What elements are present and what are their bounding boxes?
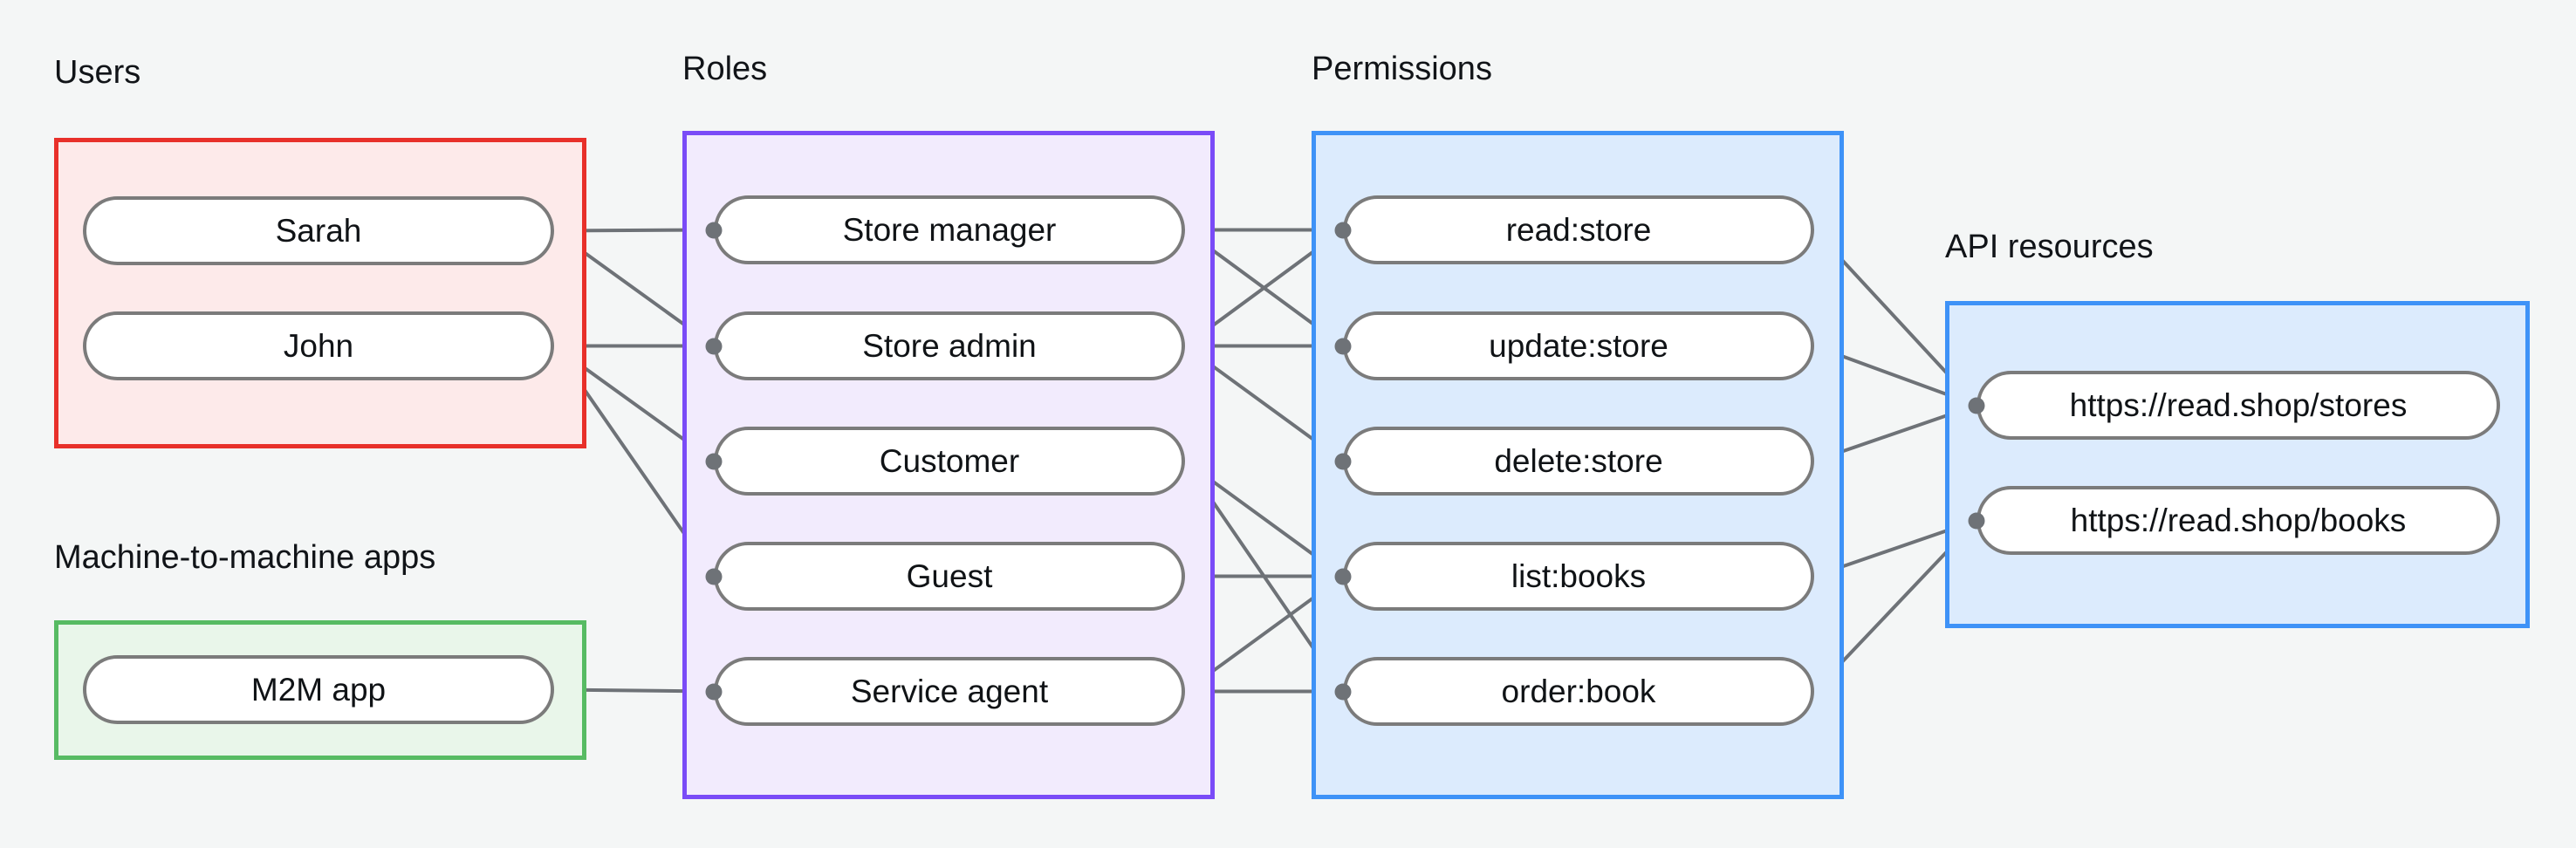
node-delete_store[interactable]: delete:store	[1343, 427, 1814, 496]
node-order_book[interactable]: order:book	[1343, 657, 1814, 726]
edge-endpoint-customer	[705, 453, 723, 469]
node-label: Customer	[879, 442, 1020, 479]
node-read_store[interactable]: read:store	[1343, 195, 1814, 264]
node-label: https://read.shop/stores	[2069, 386, 2408, 423]
group-title-users: Users	[54, 54, 141, 91]
node-store_manager[interactable]: Store manager	[714, 195, 1185, 264]
group-title-permissions: Permissions	[1312, 51, 1492, 87]
node-res_books[interactable]: https://read.shop/books	[1977, 486, 2500, 555]
edge-endpoint-res_books	[1968, 512, 1985, 529]
group-title-m2m: Machine-to-machine apps	[54, 539, 436, 576]
node-res_stores[interactable]: https://read.shop/stores	[1977, 371, 2500, 440]
node-label: Store admin	[862, 327, 1037, 364]
edge-endpoint-update_store	[1334, 338, 1352, 354]
edge-endpoint-read_store	[1334, 222, 1352, 238]
group-title-api: API resources	[1945, 229, 2154, 265]
node-store_admin[interactable]: Store admin	[714, 311, 1185, 380]
node-label: Store manager	[842, 211, 1057, 248]
node-label: John	[283, 327, 354, 364]
node-service_agent[interactable]: Service agent	[714, 657, 1185, 726]
node-sarah[interactable]: Sarah	[83, 196, 554, 265]
group-box-users	[54, 138, 586, 448]
node-label: https://read.shop/books	[2070, 502, 2407, 538]
node-label: Guest	[906, 557, 993, 594]
group-title-roles: Roles	[682, 51, 768, 87]
node-m2mapp[interactable]: M2M app	[83, 655, 554, 724]
edge-endpoint-order_book	[1334, 683, 1352, 700]
node-label: M2M app	[250, 671, 387, 708]
node-label: Service agent	[850, 673, 1049, 709]
node-label: list:books	[1511, 557, 1647, 594]
node-label: Sarah	[275, 212, 362, 249]
edge-endpoint-list_books	[1334, 568, 1352, 585]
edge-endpoint-service_agent	[705, 683, 723, 700]
node-update_store[interactable]: update:store	[1343, 311, 1814, 380]
edge-endpoint-store_admin	[705, 338, 723, 354]
node-label: read:store	[1505, 211, 1652, 248]
node-john[interactable]: John	[83, 311, 554, 380]
edge-endpoint-res_stores	[1968, 397, 1985, 414]
edge-endpoint-delete_store	[1334, 453, 1352, 469]
node-customer[interactable]: Customer	[714, 427, 1185, 496]
edge-endpoint-guest	[705, 568, 723, 585]
node-label: order:book	[1501, 673, 1656, 709]
node-guest[interactable]: Guest	[714, 542, 1185, 611]
node-label: update:store	[1489, 327, 1668, 364]
node-list_books[interactable]: list:books	[1343, 542, 1814, 611]
edge-endpoint-store_manager	[705, 222, 723, 238]
node-label: delete:store	[1494, 442, 1663, 479]
group-box-api	[1945, 301, 2530, 628]
